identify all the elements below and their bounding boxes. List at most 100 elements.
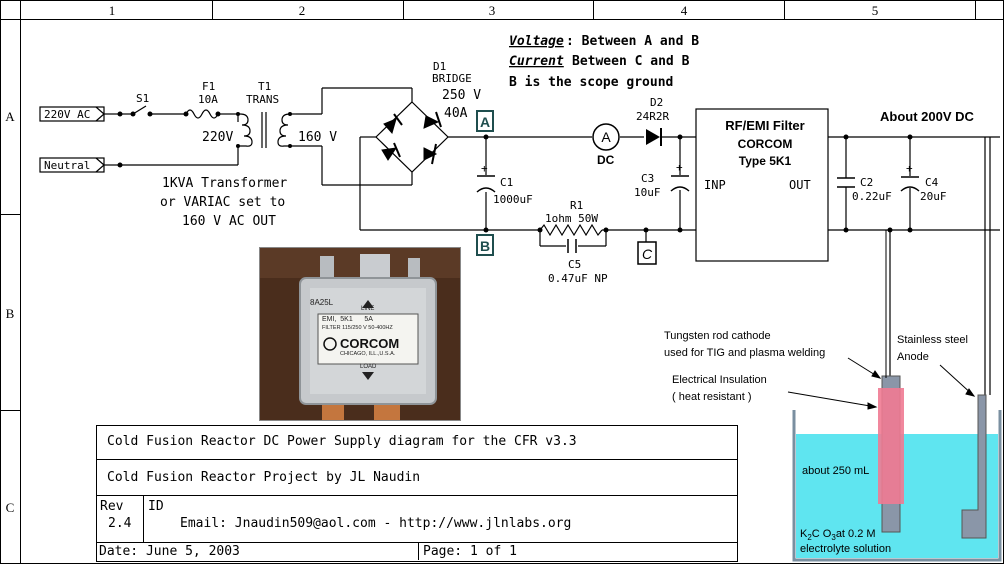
filter-title: RF/EMI Filter	[725, 118, 804, 133]
capacitor-c5-icon	[567, 239, 577, 253]
test-point-a-label: A	[480, 114, 490, 130]
filter-out-label: OUT	[789, 178, 811, 192]
photo-load: LOAD	[360, 364, 377, 370]
note-current-text: Between C and B	[572, 54, 690, 69]
photo-code: 8A25L	[310, 298, 334, 307]
bridge-d1-current: 40A	[444, 106, 468, 121]
anode-note-1: Stainless steel	[897, 334, 968, 346]
grid-row-a: A	[5, 109, 15, 124]
id-label: ID	[148, 499, 164, 514]
corcom-filter-photo: 8A25L LINE EMI, 5K1 5A FILTER 115/250 V …	[259, 247, 461, 421]
bridge-rectifier-icon	[375, 101, 449, 173]
resistor-r1-value: 1ohm 50W	[545, 212, 598, 225]
capacitor-c4-label: C4	[925, 176, 939, 189]
cathode-note-2: used for TIG and plasma welding	[664, 347, 825, 359]
capacitor-c2-label: C2	[860, 176, 873, 189]
capacitor-c2-value: 0.22uF	[852, 190, 892, 203]
resistor-r1-label: R1	[570, 199, 583, 212]
capacitor-c1-value: 1000uF	[493, 193, 533, 206]
ac-input-connector-icon	[39, 106, 105, 122]
bridge-d1-label: D1	[433, 60, 446, 73]
capacitor-c3-value: 10uF	[634, 186, 661, 199]
electrolyte-line-2: electrolyte solution	[800, 543, 891, 555]
electrolyte-formula: K2C O3at 0.2 M	[800, 528, 876, 542]
ammeter-icon: A	[592, 123, 620, 151]
test-point-b: B	[476, 234, 494, 256]
neutral-connector-icon	[39, 157, 105, 173]
transformer-t1-type: TRANS	[246, 93, 279, 106]
svg-text:+: +	[906, 162, 913, 175]
test-point-a: A	[476, 110, 494, 132]
diode-d2-value: 24R2R	[636, 110, 669, 123]
capacitor-c3-label: C3	[641, 172, 654, 185]
ac-input-label: 220V AC	[44, 108, 90, 121]
grid-col-1: 1	[109, 3, 116, 18]
drawing-title: Cold Fusion Reactor DC Power Supply diag…	[107, 434, 577, 449]
photo-line: LINE	[361, 306, 375, 312]
capacitor-c1-label: C1	[500, 176, 513, 189]
capacitor-c2-icon	[837, 177, 855, 188]
primary-voltage: 220V	[202, 130, 233, 145]
fuse-f1-value: 10A	[198, 93, 218, 106]
test-point-b-label: B	[480, 238, 490, 254]
grid-row-c: C	[6, 500, 15, 515]
transformer-desc-1: 1KVA Transformer	[162, 176, 287, 191]
diode-d2-icon	[646, 128, 662, 146]
switch-s1-label: S1	[136, 92, 149, 105]
capacitor-c5-value: 0.47uF NP	[548, 272, 608, 285]
ammeter-type: DC	[597, 153, 615, 167]
grid-col-2: 2	[299, 3, 306, 18]
photo-filter: FILTER 115/250 V 50-400HZ	[322, 325, 393, 331]
insulation-note-2: ( heat resistant )	[672, 391, 751, 403]
filter-inp-label: INP	[704, 178, 726, 192]
note-voltage-label: Voltage	[509, 34, 564, 49]
secondary-voltage: 160 V	[298, 130, 337, 145]
diode-d2-label: D2	[650, 96, 663, 109]
photo-emi: EMI, 5K1 5A	[322, 316, 373, 323]
page-number: Page: 1 of 1	[423, 544, 517, 559]
filter-type: Type 5K1	[739, 154, 792, 168]
ammeter-symbol: A	[601, 129, 611, 145]
grid-col-3: 3	[489, 3, 496, 18]
transformer-icon	[238, 112, 292, 148]
cathode-insulation	[878, 388, 904, 504]
capacitor-c1-icon	[476, 175, 496, 193]
bridge-d1-voltage: 250 V	[442, 88, 481, 103]
electrolyte-line-1: at 0.2 M	[836, 528, 876, 540]
anode-plate	[961, 394, 987, 539]
grid-row-b: B	[6, 306, 15, 321]
capacitor-c3-icon	[670, 175, 690, 192]
note-current-label: Current	[509, 54, 564, 69]
fuse-f1-label: F1	[202, 80, 215, 93]
electrolysis-cell	[792, 230, 1002, 562]
capacitor-c5-label: C5	[568, 258, 581, 271]
wiring	[104, 87, 1000, 395]
contact-info: Email: Jnaudin509@aol.com - http://www.j…	[180, 516, 572, 531]
transformer-desc-2: or VARIAC set to	[160, 195, 285, 210]
test-point-c: C	[637, 230, 657, 265]
note-voltage-text: : Between A and B	[566, 34, 699, 49]
annotation-arrows	[787, 357, 976, 410]
grid-col-5: 5	[872, 3, 879, 18]
neutral-label: Neutral	[44, 159, 90, 172]
transformer-desc-3: 160 V AC OUT	[182, 214, 276, 229]
photo-brand: CORCOM	[340, 336, 400, 351]
svg-text:+: +	[676, 161, 683, 174]
rf-emi-filter-block: RF/EMI Filter CORCOM Type 5K1 INP OUT	[695, 108, 829, 262]
anode-note-2: Anode	[897, 351, 929, 363]
project-title: Cold Fusion Reactor Project by JL Naudin	[107, 470, 421, 485]
transformer-t1-label: T1	[258, 80, 271, 93]
grid-col-4: 4	[681, 3, 688, 18]
filter-brand: CORCOM	[738, 137, 793, 151]
insulation-note-1: Electrical Insulation	[672, 374, 767, 386]
bridge-d1-type: BRIDGE	[432, 72, 472, 85]
note-ground-text: B is the scope ground	[509, 75, 673, 90]
capacitor-c4-icon	[900, 176, 920, 192]
photo-city: CHICAGO, ILL.,U.S.A.	[340, 351, 396, 357]
rev-label: Rev	[100, 499, 124, 514]
output-voltage-label: About 200V DC	[880, 109, 975, 124]
cathode-note-1: Tungsten rod cathode	[664, 330, 771, 342]
electrolyte-volume: about 250 mL	[802, 465, 869, 477]
capacitor-c4-value: 20uF	[920, 190, 947, 203]
